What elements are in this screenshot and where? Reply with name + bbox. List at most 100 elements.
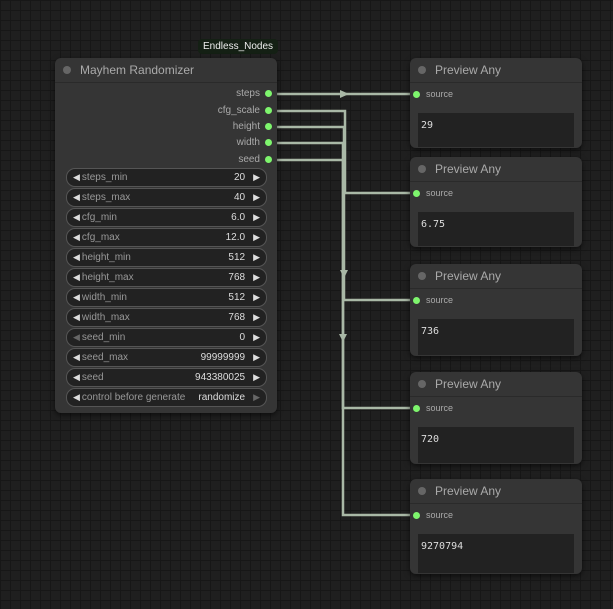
preview-text-box[interactable]: 720 [418, 427, 574, 463]
widget-value[interactable]: 768 [228, 312, 246, 323]
input-pin-icon[interactable] [413, 296, 420, 304]
output-width[interactable]: width [237, 137, 272, 148]
decrement-arrow-icon[interactable]: ◀ [73, 332, 80, 342]
output-label: cfg_scale [217, 105, 260, 116]
increment-arrow-icon[interactable]: ▶ [253, 332, 260, 342]
widget-value[interactable]: 40 [233, 192, 246, 203]
widget-value[interactable]: 0 [239, 332, 246, 343]
output-height[interactable]: height [233, 121, 272, 132]
output-seed[interactable]: seed [238, 154, 272, 165]
widget-control-before-generate[interactable]: ◀control before generate randomize ▶ [66, 388, 267, 407]
preview-any-node[interactable]: Preview Any source 6.75 [410, 157, 582, 247]
decrement-arrow-icon[interactable]: ◀ [73, 292, 80, 302]
collapse-dot-icon[interactable] [418, 165, 426, 173]
output-pin-icon[interactable] [265, 123, 272, 130]
input-source[interactable]: source [413, 403, 453, 413]
decrement-arrow-icon[interactable]: ◀ [73, 392, 80, 402]
collapse-dot-icon[interactable] [418, 272, 426, 280]
preview-any-node[interactable]: Preview Any source 736 [410, 264, 582, 356]
node-title-bar[interactable]: Preview Any [410, 372, 582, 397]
node-title: Preview Any [435, 269, 502, 283]
widget-value[interactable]: 20 [233, 172, 246, 183]
preview-text-box[interactable]: 6.75 [418, 212, 574, 246]
decrement-arrow-icon[interactable]: ◀ [73, 172, 80, 182]
widget-value[interactable]: randomize [198, 392, 246, 403]
input-pin-icon[interactable] [413, 90, 420, 98]
increment-arrow-icon[interactable]: ▶ [253, 312, 260, 322]
widget-value[interactable]: 943380025 [195, 372, 246, 383]
preview-text-box[interactable]: 736 [418, 319, 574, 355]
increment-arrow-icon[interactable]: ▶ [253, 392, 260, 402]
output-steps[interactable]: steps [236, 88, 272, 99]
increment-arrow-icon[interactable]: ▶ [253, 252, 260, 262]
widget-name: height_max [81, 272, 134, 283]
input-source[interactable]: source [413, 510, 453, 520]
node-title-bar[interactable]: Preview Any [410, 157, 582, 182]
increment-arrow-icon[interactable]: ▶ [253, 352, 260, 362]
input-label: source [426, 89, 454, 99]
increment-arrow-icon[interactable]: ▶ [253, 292, 260, 302]
decrement-arrow-icon[interactable]: ◀ [73, 272, 80, 282]
input-source[interactable]: source [413, 295, 453, 305]
widget-name: height_min [81, 252, 131, 263]
widget-value[interactable]: 99999999 [200, 352, 246, 363]
output-pin-icon[interactable] [265, 107, 272, 114]
output-pin-icon[interactable] [265, 156, 272, 163]
widget-value[interactable]: 512 [228, 252, 246, 263]
output-cfg_scale[interactable]: cfg_scale [218, 105, 272, 116]
input-source[interactable]: source [413, 188, 453, 198]
widget-seed_max[interactable]: ◀seed_max 99999999 ▶ [66, 348, 267, 367]
decrement-arrow-icon[interactable]: ◀ [73, 252, 80, 262]
increment-arrow-icon[interactable]: ▶ [253, 232, 260, 242]
preview-any-node[interactable]: Preview Any source 720 [410, 372, 582, 464]
node-title-bar[interactable]: Preview Any [410, 58, 582, 83]
widget-height_min[interactable]: ◀height_min 512 ▶ [66, 248, 267, 267]
output-label: height [232, 121, 260, 132]
input-label: source [426, 188, 454, 198]
input-pin-icon[interactable] [413, 189, 420, 197]
widget-value[interactable]: 768 [228, 272, 246, 283]
output-pin-icon[interactable] [265, 139, 272, 146]
preview-text-box[interactable]: 29 [418, 113, 574, 147]
decrement-arrow-icon[interactable]: ◀ [73, 312, 80, 322]
increment-arrow-icon[interactable]: ▶ [253, 172, 260, 182]
decrement-arrow-icon[interactable]: ◀ [73, 232, 80, 242]
increment-arrow-icon[interactable]: ▶ [253, 372, 260, 382]
collapse-dot-icon[interactable] [418, 66, 426, 74]
preview-any-node[interactable]: Preview Any source 9270794 [410, 479, 582, 574]
widget-value[interactable]: 512 [228, 292, 246, 303]
node-title-bar[interactable]: Mayhem Randomizer [55, 58, 277, 83]
decrement-arrow-icon[interactable]: ◀ [73, 372, 80, 382]
decrement-arrow-icon[interactable]: ◀ [73, 192, 80, 202]
collapse-dot-icon[interactable] [418, 380, 426, 388]
widget-value[interactable]: 6.0 [231, 212, 246, 223]
output-pin-icon[interactable] [265, 90, 272, 97]
input-source[interactable]: source [413, 89, 453, 99]
increment-arrow-icon[interactable]: ▶ [253, 192, 260, 202]
collapse-dot-icon[interactable] [63, 66, 71, 74]
input-pin-icon[interactable] [413, 404, 420, 412]
widget-name: seed_max [81, 352, 129, 363]
preview-text-box[interactable]: 9270794 [418, 534, 574, 573]
increment-arrow-icon[interactable]: ▶ [253, 212, 260, 222]
increment-arrow-icon[interactable]: ▶ [253, 272, 260, 282]
preview-any-node[interactable]: Preview Any source 29 [410, 58, 582, 148]
node-title-bar[interactable]: Preview Any [410, 479, 582, 504]
input-pin-icon[interactable] [413, 511, 420, 519]
widget-height_max[interactable]: ◀height_max 768 ▶ [66, 268, 267, 287]
node-title-bar[interactable]: Preview Any [410, 264, 582, 289]
widget-name: control before generate [81, 392, 186, 403]
decrement-arrow-icon[interactable]: ◀ [73, 212, 80, 222]
decrement-arrow-icon[interactable]: ◀ [73, 352, 80, 362]
widget-value[interactable]: 12.0 [225, 232, 246, 243]
collapse-dot-icon[interactable] [418, 487, 426, 495]
